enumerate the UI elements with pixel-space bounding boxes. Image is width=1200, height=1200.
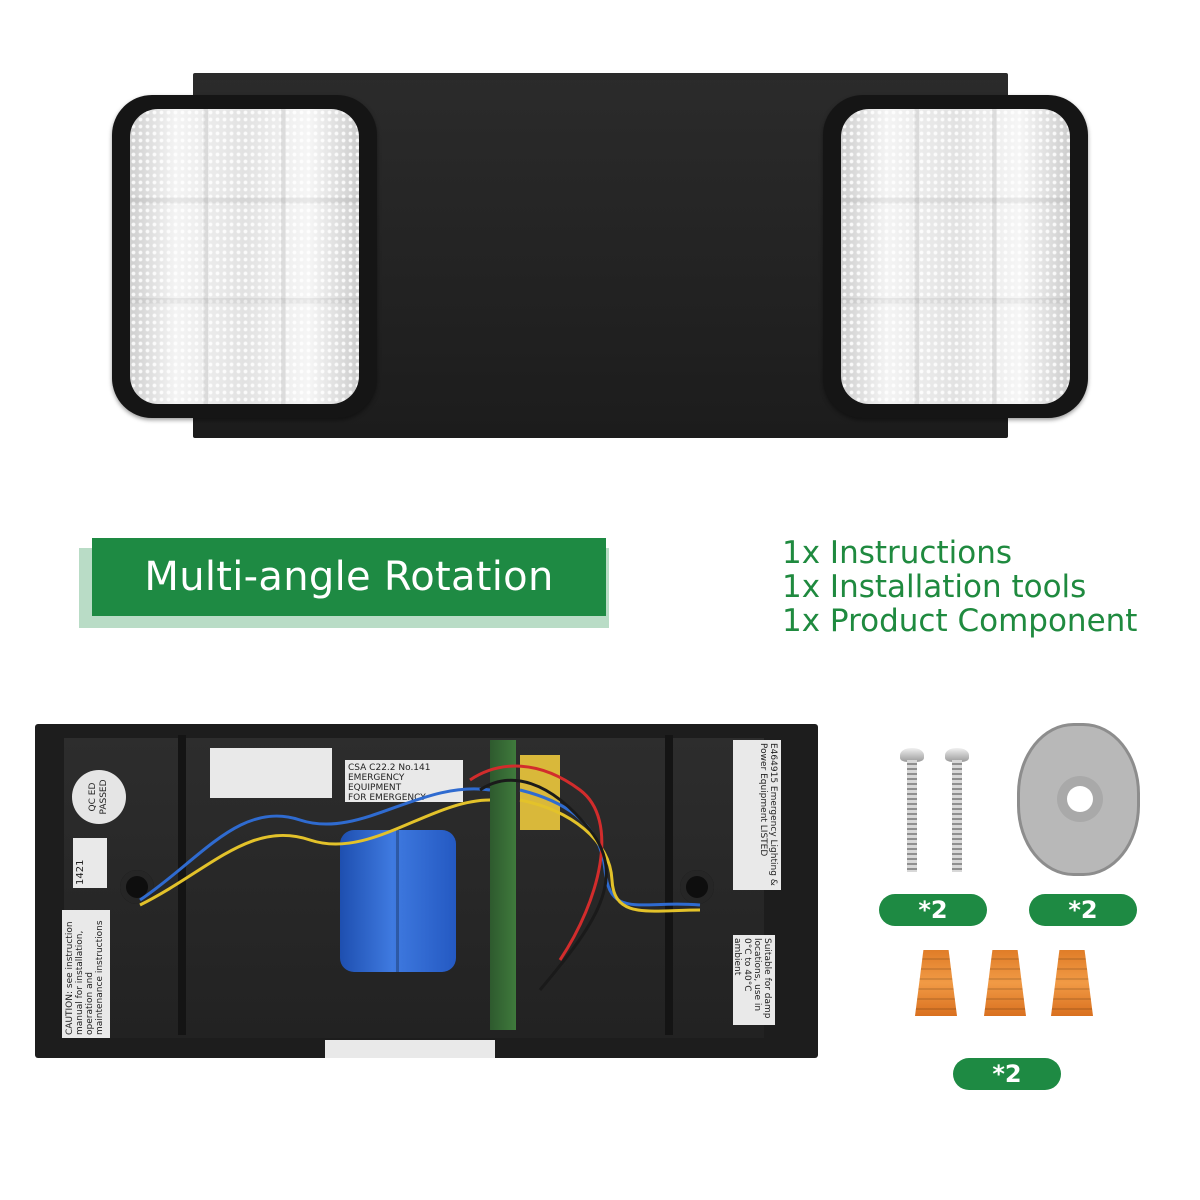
- feature-banner-label: Multi-angle Rotation: [144, 554, 554, 600]
- package-item-tools: 1x Installation tools: [782, 569, 1087, 605]
- wire-nut: [984, 950, 1026, 1016]
- package-item-component: 1x Product Component: [782, 603, 1138, 639]
- backup-battery: [340, 830, 456, 972]
- left-lamp-head: [112, 95, 377, 418]
- mounting-bracket: [1017, 723, 1140, 876]
- right-lamp-lens: [841, 109, 1070, 404]
- bottom-caution-sticker: [325, 1040, 495, 1058]
- wire-nuts-qty-badge: *2: [953, 1058, 1061, 1090]
- left-cable-grommet: [120, 870, 154, 904]
- package-item-instructions: 1x Instructions: [782, 535, 1012, 571]
- mounting-screw: [900, 748, 924, 872]
- package-contents-list: 1x Instructions 1x Installation tools 1x…: [782, 536, 1182, 638]
- battery-warning-sticker: [210, 748, 332, 798]
- damp-location-sticker: Suitable for damp locations, use in 0°C …: [733, 935, 775, 1025]
- feature-banner: Multi-angle Rotation: [92, 538, 606, 616]
- circuit-board: [490, 740, 516, 1030]
- housing-rib: [178, 735, 186, 1035]
- ul-listing-sticker: E464915 Emergency Lighting & Power Equip…: [733, 740, 781, 890]
- mounting-screw: [945, 748, 969, 872]
- right-cable-grommet: [680, 870, 714, 904]
- csa-sticker: CSA C22.2 No.141 EMERGENCY EQUIPMENT FOR…: [345, 760, 463, 802]
- screws-qty-badge: *2: [879, 894, 987, 926]
- right-lamp-head: [823, 95, 1088, 418]
- left-lamp-lens: [130, 109, 359, 404]
- bracket-qty-badge: *2: [1029, 894, 1137, 926]
- housing-rib: [665, 735, 673, 1035]
